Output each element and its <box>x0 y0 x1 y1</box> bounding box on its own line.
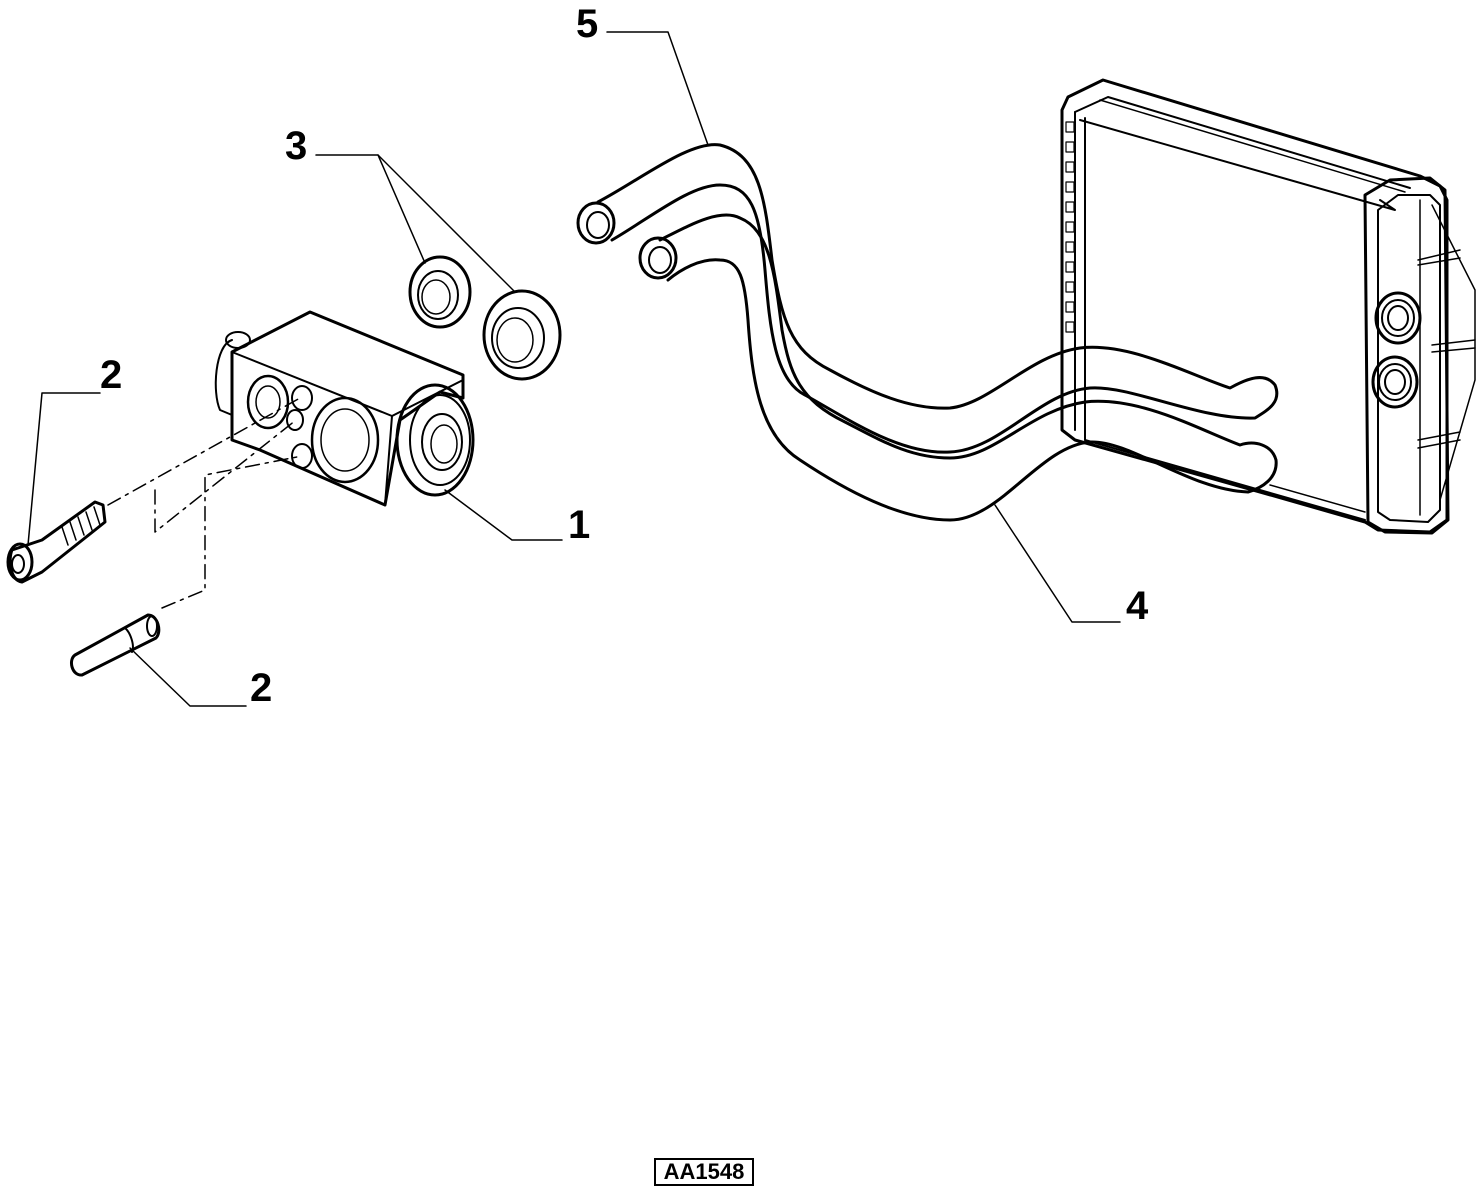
callout-2a: 2 <box>100 353 123 397</box>
mounting-bolt <box>6 500 107 584</box>
heater-core-lower-port <box>1371 355 1419 409</box>
dowel-pin <box>70 613 161 677</box>
callout-2b: 2 <box>250 666 273 710</box>
seal-ring-large <box>482 289 562 381</box>
assembly-centerlines <box>107 397 303 609</box>
callout-1: 1 <box>568 503 591 547</box>
heater-pipe-lower <box>638 213 1278 522</box>
callout-5: 5 <box>576 2 599 46</box>
drawing-code-label: AA1548 <box>654 1158 754 1186</box>
expansion-valve <box>214 310 475 507</box>
callout-4: 4 <box>1126 584 1149 628</box>
seal-ring-small <box>408 255 472 329</box>
heater-core-tank-tabs <box>1065 121 1075 333</box>
leader-lines <box>27 31 1121 707</box>
heater-pipe-upper <box>576 143 1279 454</box>
heater-core-upper-port <box>1374 291 1422 345</box>
callout-3: 3 <box>285 124 308 168</box>
heater-core <box>1060 78 1476 535</box>
